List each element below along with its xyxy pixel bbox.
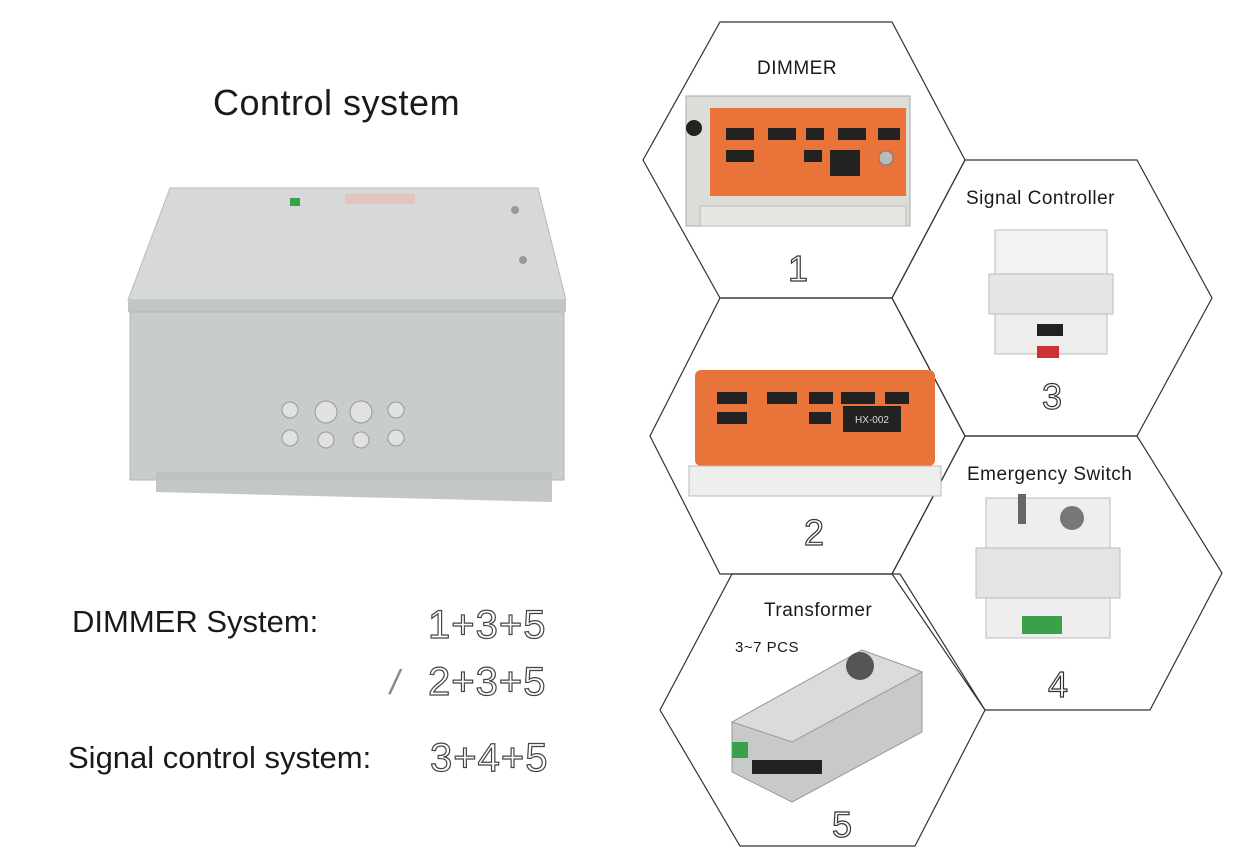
- component-number-1: 1: [787, 247, 809, 289]
- transformer-quantity-note: 3~7 PCS: [735, 639, 799, 656]
- dimmer-combo-1: 1+3+5: [427, 602, 547, 647]
- panel-controller-image: HX-002: [688, 370, 942, 497]
- signal-system-label: Signal control system:: [68, 740, 372, 775]
- signal-controller-title: Signal Controller: [966, 188, 1115, 209]
- hex-frame-5: [659, 573, 986, 847]
- dimmer-system-label: DIMMER System:: [72, 604, 319, 639]
- component-number-3: 3: [1041, 375, 1063, 417]
- dimmer-combo-2: 2+3+5: [427, 659, 547, 704]
- control-cabinet-image: [127, 187, 567, 502]
- emergency-switch-image: [975, 494, 1121, 639]
- component-number-2: 2: [803, 511, 825, 553]
- combo-separator: /: [390, 664, 400, 702]
- signal-controller-image: [988, 229, 1114, 358]
- transformer-image: [730, 649, 924, 803]
- component-number-5: 5: [831, 803, 853, 845]
- transformer-title: Transformer: [764, 600, 873, 621]
- panel-model-text: HX-002: [855, 415, 889, 426]
- dimmer-title: DIMMER: [757, 58, 838, 79]
- signal-combo: 3+4+5: [429, 735, 549, 780]
- emergency-switch-title: Emergency Switch: [967, 464, 1133, 485]
- component-number-4: 4: [1047, 663, 1069, 705]
- dimmer-device-image: [685, 95, 911, 227]
- page-title: Control system: [213, 82, 461, 123]
